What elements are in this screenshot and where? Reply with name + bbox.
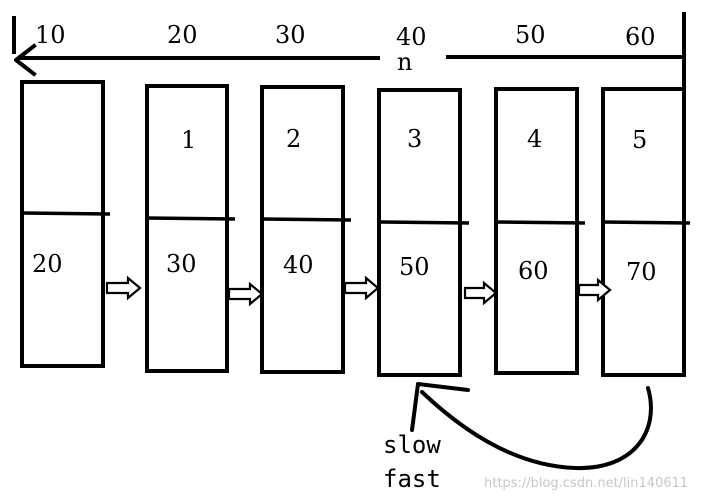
- node-index: 5: [632, 126, 647, 154]
- top-label-20: 20: [167, 21, 198, 49]
- node-index: 3: [407, 125, 422, 153]
- next-arrow-icon: [463, 280, 498, 306]
- fast-label: fast: [383, 465, 441, 493]
- list-node: 4 60: [494, 87, 586, 375]
- node-value: 20: [32, 250, 63, 278]
- n-label: n: [397, 48, 412, 76]
- watermark: https://blog.csdn.net/lin140611: [484, 476, 688, 491]
- top-label-40: 40: [396, 23, 427, 51]
- next-arrow-icon: [577, 277, 612, 303]
- node-value: 30: [166, 250, 197, 278]
- top-label-60: 60: [625, 23, 656, 51]
- next-arrow-icon: [343, 275, 380, 301]
- next-arrow-icon: [105, 275, 142, 301]
- cycle-arrow: [410, 382, 653, 471]
- slow-label: slow: [383, 431, 441, 459]
- top-pointer-line: [12, 12, 686, 92]
- node-index: 4: [527, 125, 542, 153]
- node-value: 40: [283, 251, 314, 279]
- node-value: 50: [399, 253, 430, 281]
- list-node: 2 40: [260, 85, 352, 374]
- list-node: 1 30: [145, 84, 236, 373]
- top-label-10: 10: [35, 21, 66, 49]
- top-label-50: 50: [515, 21, 546, 49]
- top-label-30: 30: [275, 21, 306, 49]
- node-index: 1: [181, 126, 196, 154]
- node-index: 2: [286, 125, 301, 153]
- list-node: 3 50: [377, 88, 470, 377]
- node-value: 70: [626, 258, 657, 286]
- next-arrow-icon: [227, 281, 264, 307]
- list-node: 20: [20, 80, 111, 368]
- node-value: 60: [518, 257, 549, 285]
- list-node: 5 70: [601, 87, 691, 377]
